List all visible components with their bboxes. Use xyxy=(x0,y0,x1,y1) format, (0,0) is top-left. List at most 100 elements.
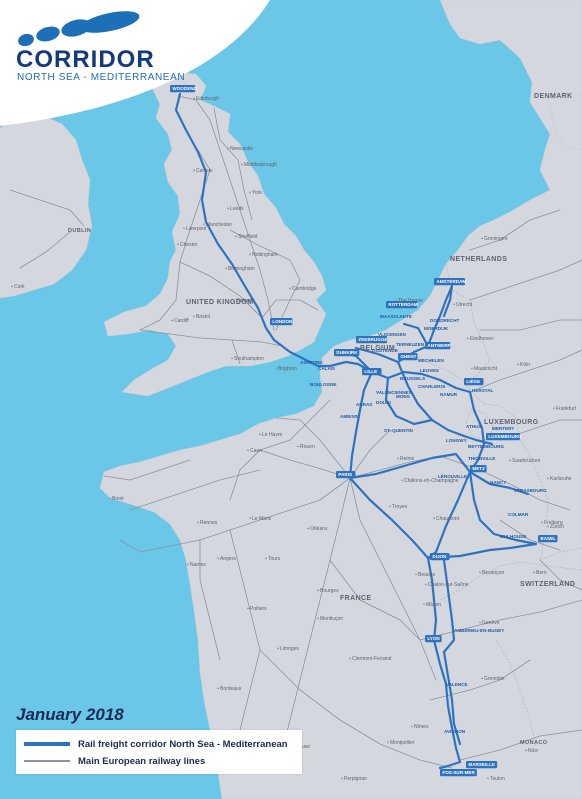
corridor-network xyxy=(174,92,538,770)
city-dot-le_mans2 xyxy=(217,557,219,560)
city-grenoble: Grenoble xyxy=(484,676,505,682)
corridor-places: BETTEMBOURGVALENCIENNESCHARLEROINAMURBRU… xyxy=(300,314,547,734)
node-box-zeebrugge xyxy=(356,336,388,344)
label-netherlands: NETHERLANDS xyxy=(450,256,507,263)
city-liverpool: Liverpool xyxy=(186,226,206,232)
continent-land xyxy=(99,0,582,799)
city-karlsruhe: Karlsruhe xyxy=(550,476,572,482)
city-brest: Brest xyxy=(112,496,124,502)
city-zurich: Zürich xyxy=(550,524,564,530)
city-dot-birmingham xyxy=(225,267,227,270)
city-poitiers: Poitiers xyxy=(250,606,267,612)
city-dot-nottingham xyxy=(249,253,251,256)
city-macon: Mâcon xyxy=(426,602,441,608)
place-leuven: LEUVEN xyxy=(420,368,439,373)
node-label-glasgow: WOODEND xyxy=(172,86,197,91)
city-dijon_area: Beaune xyxy=(418,572,435,578)
node-label-fos: FOS-SUR-MER xyxy=(442,770,475,775)
node-label-amsterdam: AMSTERDAM xyxy=(436,279,466,284)
place-strasbourg: STRASBOURG xyxy=(514,488,547,493)
place-valence: VALENCE xyxy=(446,682,468,687)
node-label-dunkirk: DUNKIRK xyxy=(336,350,358,355)
city-limoges: Limoges xyxy=(280,646,299,652)
city-middlesbrough: Middlesbrough xyxy=(244,162,277,168)
city-dot-zurich xyxy=(547,525,549,528)
city-bern: Bern xyxy=(536,570,547,576)
logo-panel xyxy=(0,0,270,126)
city-brighton: Brighton xyxy=(278,366,297,372)
city-dot-sheffield xyxy=(235,235,237,238)
node-label-ghent: GHENT xyxy=(400,354,416,359)
city-clermont: Clermont-Ferrand xyxy=(352,656,392,662)
city-southampton: Southampton xyxy=(234,356,264,362)
place-nancy: NANCY xyxy=(490,480,506,485)
city-maastricht: Maastricht xyxy=(474,366,498,372)
place-mons: MONS xyxy=(396,394,410,399)
label-france: FRANCE xyxy=(340,595,372,602)
legend-swatch-rail xyxy=(24,760,70,762)
city-dot-chaumont xyxy=(433,517,435,520)
city-dot-le_mans xyxy=(249,517,251,520)
city-dot-oxford xyxy=(233,299,235,302)
city-saarbrucken: Saarbrücken xyxy=(512,458,541,464)
city-dot-clermont xyxy=(349,657,351,660)
city-nice: Nice xyxy=(528,748,538,754)
city-le_havre: Le Havre xyxy=(262,432,283,438)
place-bettembourg: BETTEMBOURG xyxy=(468,444,504,449)
city-frankfurt: Frankfurt xyxy=(556,406,577,412)
city-dot-york xyxy=(249,191,251,194)
place-charleroi: CHARLEROI xyxy=(418,384,445,389)
city-dot-limoges xyxy=(277,647,279,650)
node-box-luxembourg xyxy=(486,433,520,441)
city-dot-montlucon xyxy=(317,617,319,620)
node-box-antwerp xyxy=(425,342,451,350)
city-dot-montpellier xyxy=(387,741,389,744)
city-groningen: Groningen xyxy=(484,236,508,242)
city-dot-brighton xyxy=(275,367,277,370)
legend-label-corridor: Rail freight corridor North Sea - Medite… xyxy=(78,738,288,750)
corridor-node-boxes: WOODENDLONDONDUNKIRKZEEBRUGGELILLEGHENTA… xyxy=(170,85,558,777)
node-box-lille xyxy=(362,368,382,376)
node-box-basel xyxy=(538,535,558,543)
logo-wordmark: CORRIDOR xyxy=(16,46,155,73)
node-box-lyon xyxy=(425,635,442,643)
city-dot-groningen xyxy=(481,237,483,240)
city-oxford: Oxford xyxy=(236,298,251,304)
city-dot-caen xyxy=(247,449,249,452)
city-dot-rouen xyxy=(297,445,299,448)
city-montpellier: Montpellier xyxy=(390,740,415,746)
city-le_mans2: Angers xyxy=(220,556,236,562)
city-rouen: Rouen xyxy=(300,444,315,450)
city-bourges: Bourges xyxy=(320,588,339,594)
city-dot-troyes xyxy=(389,505,391,508)
city-reims: Reims xyxy=(400,456,415,462)
city-chester: Chester xyxy=(180,242,198,248)
place-colmar: COLMAR xyxy=(508,512,529,517)
city-dot-bordeaux xyxy=(217,687,219,690)
node-box-amsterdam xyxy=(434,278,466,286)
city-perpignan: Perpignan xyxy=(344,776,367,782)
place-athus: ATHUS xyxy=(466,424,481,429)
logo-subtitle: NORTH SEA - MEDITERRANEAN xyxy=(17,72,186,83)
city-nantes: Nantes xyxy=(190,562,206,568)
city-dot-chalons xyxy=(401,479,403,482)
city-orleans: Orléans xyxy=(310,526,328,532)
city-rennes: Rennes xyxy=(200,520,218,526)
city-dot-bern xyxy=(533,571,535,574)
city-dot-perpignan xyxy=(341,777,343,780)
place-mechelen: MECHELEN xyxy=(418,358,444,363)
rail-network xyxy=(9,95,582,771)
node-label-rotterdam: ROTTERDAM xyxy=(388,302,418,307)
city-cambridge: Cambridge xyxy=(292,286,317,292)
place-valenciennes: VALENCIENNES xyxy=(376,390,412,395)
city-besancon: Besançon xyxy=(482,570,504,576)
city-toulon: Toulon xyxy=(490,776,505,782)
city-troyes: Troyes xyxy=(392,504,408,510)
node-label-zeebrugge: ZEEBRUGGE xyxy=(358,337,387,342)
node-label-luxembourg: LUXEMBOURG xyxy=(488,434,522,439)
city-dot-edinburgh xyxy=(193,97,195,100)
city-dot-karlsruhe xyxy=(547,477,549,480)
city-dot-toulon xyxy=(487,777,489,780)
label-switzerland: SWITZERLAND xyxy=(520,581,575,588)
